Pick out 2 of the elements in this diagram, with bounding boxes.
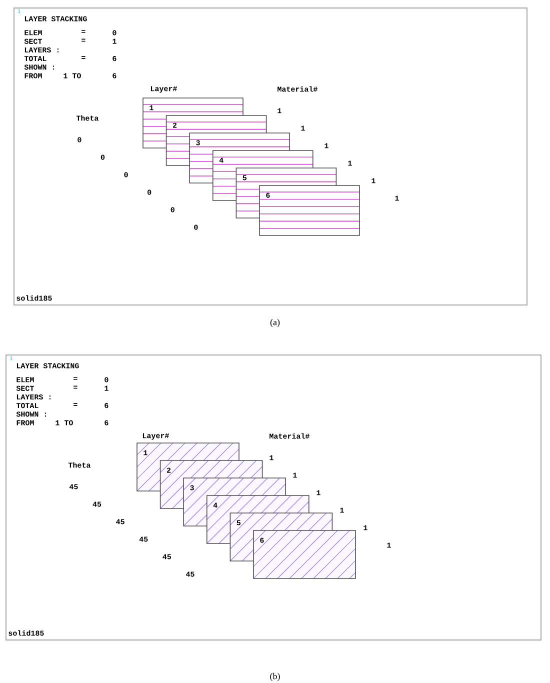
panel-caption: (a) bbox=[270, 318, 280, 328]
panel-caption: (b) bbox=[270, 672, 280, 682]
